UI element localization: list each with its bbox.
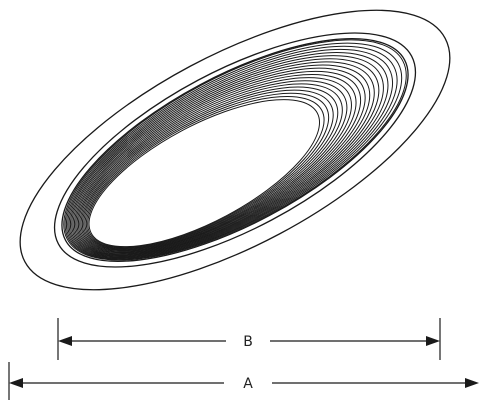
baffle-ring: [67, 48, 394, 259]
baffle-ring: [63, 39, 407, 261]
baffle-ring: [79, 77, 352, 253]
trim-inner-flange: [53, 32, 417, 268]
baffle-ring: [64, 42, 403, 260]
dimension-b-label: B: [243, 334, 253, 350]
baffle-ring: [83, 86, 339, 250]
baffle-ring: [75, 67, 366, 255]
baffle-ring: [84, 89, 334, 250]
baffle-ring: [72, 61, 375, 256]
baffle-ring: [87, 95, 325, 248]
dimension-a-arrow-left: [9, 378, 23, 388]
dimension-a-label: A: [243, 376, 253, 392]
baffle-ring: [88, 99, 321, 248]
baffle-ring: [80, 80, 348, 252]
baffle-rings: [63, 39, 407, 261]
trim-outer-flange: [19, 9, 451, 291]
dimension-b-arrow-right: [426, 336, 440, 346]
baffle-ring: [85, 92, 330, 249]
baffle-ring: [71, 58, 380, 257]
baffle-ring: [65, 45, 398, 260]
dimension-a-arrow-right: [465, 378, 479, 388]
baffle-opening-rim: [61, 38, 409, 262]
baffle-ring: [76, 70, 362, 254]
baffle-trim-drawing: [19, 9, 451, 291]
baffle-ring: [73, 64, 371, 255]
baffle-ring: [77, 73, 357, 253]
baffle-ring: [81, 83, 343, 251]
baffle-ring: [69, 55, 384, 258]
dimension-lines: B A: [8, 318, 479, 400]
baffle-ring: [68, 52, 389, 258]
dimension-b-arrow-left: [58, 336, 72, 346]
